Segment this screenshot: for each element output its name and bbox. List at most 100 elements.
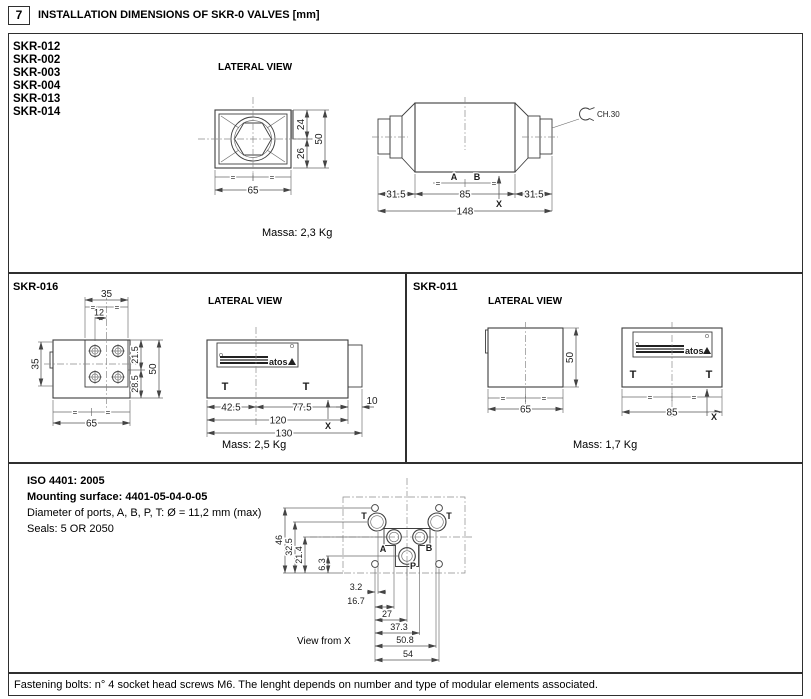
- skr011-end-view-drawing: 50 = = 65: [485, 322, 579, 417]
- model-item: SKR-014: [13, 106, 61, 118]
- vertical-dimensions: 46 32.5 21.4 6.3: [273, 507, 398, 574]
- dim-32-5: 32.5: [284, 538, 294, 556]
- dim-21-5: 21.5: [130, 346, 140, 364]
- model-item: SKR-012: [13, 41, 61, 53]
- dim-37-3: 37.3: [390, 622, 408, 632]
- dim-54: 54: [403, 649, 413, 659]
- dimensions: 50 = = 65: [487, 327, 579, 417]
- equal-mark: =: [91, 303, 96, 312]
- skr012-side-view-drawing: CH.30 A B = = 31.5 85 31.5 X 148: [372, 97, 620, 219]
- dim-46: 46: [274, 535, 284, 545]
- port-t-right-label: T: [446, 511, 452, 521]
- dim-42-5: 42.5: [221, 403, 241, 414]
- section-number-box: 7: [8, 6, 30, 25]
- dim-50: 50: [314, 133, 325, 145]
- dim-50-8: 50.8: [396, 635, 414, 645]
- centerlines: [44, 293, 138, 415]
- equal-mark: =: [436, 179, 441, 188]
- dim-77-5: 77.5: [292, 403, 312, 414]
- model-item: SKR-003: [13, 67, 61, 79]
- dimensions: 35 = = 12 35 21.5 28.5 50 = = 65: [29, 288, 163, 431]
- model-item: SKR-013: [13, 93, 61, 105]
- port-pad-outline: [383, 528, 431, 567]
- dim-27: 27: [382, 609, 392, 619]
- port-p-label: P: [410, 561, 416, 571]
- iso-mounting-surface: Mounting surface: 4401-05-04-0-05: [27, 491, 208, 503]
- lateral-view-label-skr011: LATERAL VIEW: [488, 296, 563, 307]
- atos-nameplate: atos: [632, 331, 713, 358]
- dimensions: A B = = 31.5 85 31.5 X 148: [377, 156, 553, 219]
- port-t-left-label: T: [222, 381, 229, 393]
- dim-35-left: 35: [31, 358, 42, 370]
- port-t-left-label: T: [361, 511, 367, 521]
- centerlines: [372, 97, 558, 150]
- wrench-size-label: CH.30: [597, 110, 620, 119]
- mass-label-skr011: Mass: 1,7 Kg: [573, 439, 638, 451]
- mounting-surface-drawing: T T A B P 46 32.5 21.4 6.3 3.2 16: [273, 478, 472, 663]
- x-axis-label: X: [496, 199, 502, 209]
- dim-65: 65: [86, 419, 98, 430]
- dim-148: 148: [457, 207, 474, 218]
- equal-mark: =: [231, 173, 236, 182]
- model-item: SKR-004: [13, 80, 61, 92]
- dim-6-3: 6.3: [317, 558, 327, 571]
- mass-label-skr016: Mass: 2,5 Kg: [222, 439, 287, 451]
- atos-logo-triangle: [703, 347, 711, 354]
- dim-16-7: 16.7: [347, 596, 365, 606]
- iso-ports-diameter: Diameter of ports, A, B, P, T: Ø = 11,2 …: [27, 507, 262, 519]
- skr016-title: SKR-016: [13, 281, 59, 293]
- dim-50: 50: [148, 363, 159, 375]
- dim-85: 85: [459, 190, 471, 201]
- dim-31-5-right: 31.5: [524, 190, 544, 201]
- page-title: INSTALLATION DIMENSIONS OF SKR-0 VALVES …: [38, 9, 320, 21]
- equal-mark: =: [106, 408, 111, 417]
- equal-mark: =: [73, 408, 78, 417]
- port-a-label: A: [451, 172, 458, 182]
- dim-130: 130: [276, 429, 293, 440]
- divider-skr016-skr011: [405, 272, 407, 462]
- iso-text-block: ISO 4401: 2005 Mounting surface: 4401-05…: [27, 473, 261, 537]
- dim-85: 85: [666, 408, 678, 419]
- model-item: SKR-002: [13, 54, 61, 66]
- dimensions: 24 26 50 = = 65: [214, 109, 329, 198]
- atos-nameplate: atos: [216, 342, 299, 368]
- skr016-lateral-view-drawing: atos T T 42.5 77.5 10 120 X 130: [206, 327, 379, 441]
- wrench-icon: [551, 107, 595, 129]
- dim-65: 65: [520, 405, 532, 416]
- equal-mark: =: [492, 179, 497, 188]
- dim-21-4: 21.4: [294, 546, 304, 564]
- dimensions: 42.5 77.5 10 120 X 130: [206, 389, 379, 441]
- skr012-front-view-drawing: 24 26 50 = = 65: [198, 97, 329, 198]
- equal-mark: =: [501, 394, 506, 403]
- dim-24: 24: [296, 119, 307, 131]
- dim-28-5: 28.5: [130, 375, 140, 393]
- port-t-right-label: T: [303, 381, 310, 393]
- equal-mark: =: [648, 393, 653, 402]
- lateral-view-label-skr016: LATERAL VIEW: [208, 296, 283, 307]
- content-frame: [8, 33, 803, 696]
- atos-logo-text: atos: [685, 346, 704, 356]
- iso-seals: Seals: 5 OR 2050: [27, 523, 114, 535]
- dim-65: 65: [247, 186, 259, 197]
- equal-mark: =: [115, 303, 120, 312]
- mass-label-skr012: Massa: 2,3 Kg: [262, 227, 333, 239]
- atos-logo-triangle: [288, 358, 296, 365]
- skr011-lateral-view-drawing: atos T T = = 85 X: [621, 322, 723, 423]
- port-b-label: B: [426, 543, 433, 553]
- skr011-title: SKR-011: [413, 281, 458, 293]
- valve-body-outline: [206, 339, 363, 399]
- equal-mark: =: [270, 173, 275, 182]
- iso-standard: ISO 4401: 2005: [27, 475, 105, 487]
- port-t-right-label: T: [706, 369, 713, 381]
- port-labels: T T A B P: [360, 510, 454, 573]
- port-b-label: B: [474, 172, 481, 182]
- lateral-view-label-top: LATERAL VIEW: [218, 62, 293, 73]
- port-t-left-label: T: [630, 369, 637, 381]
- bolt-holes: [88, 344, 125, 384]
- divider-iso-footer: [8, 672, 803, 674]
- port-a-label: A: [380, 544, 387, 554]
- dim-35-top: 35: [101, 289, 113, 300]
- view-from-x-label: View from X: [297, 636, 351, 647]
- centerlines: [310, 478, 472, 580]
- dim-26: 26: [296, 148, 307, 160]
